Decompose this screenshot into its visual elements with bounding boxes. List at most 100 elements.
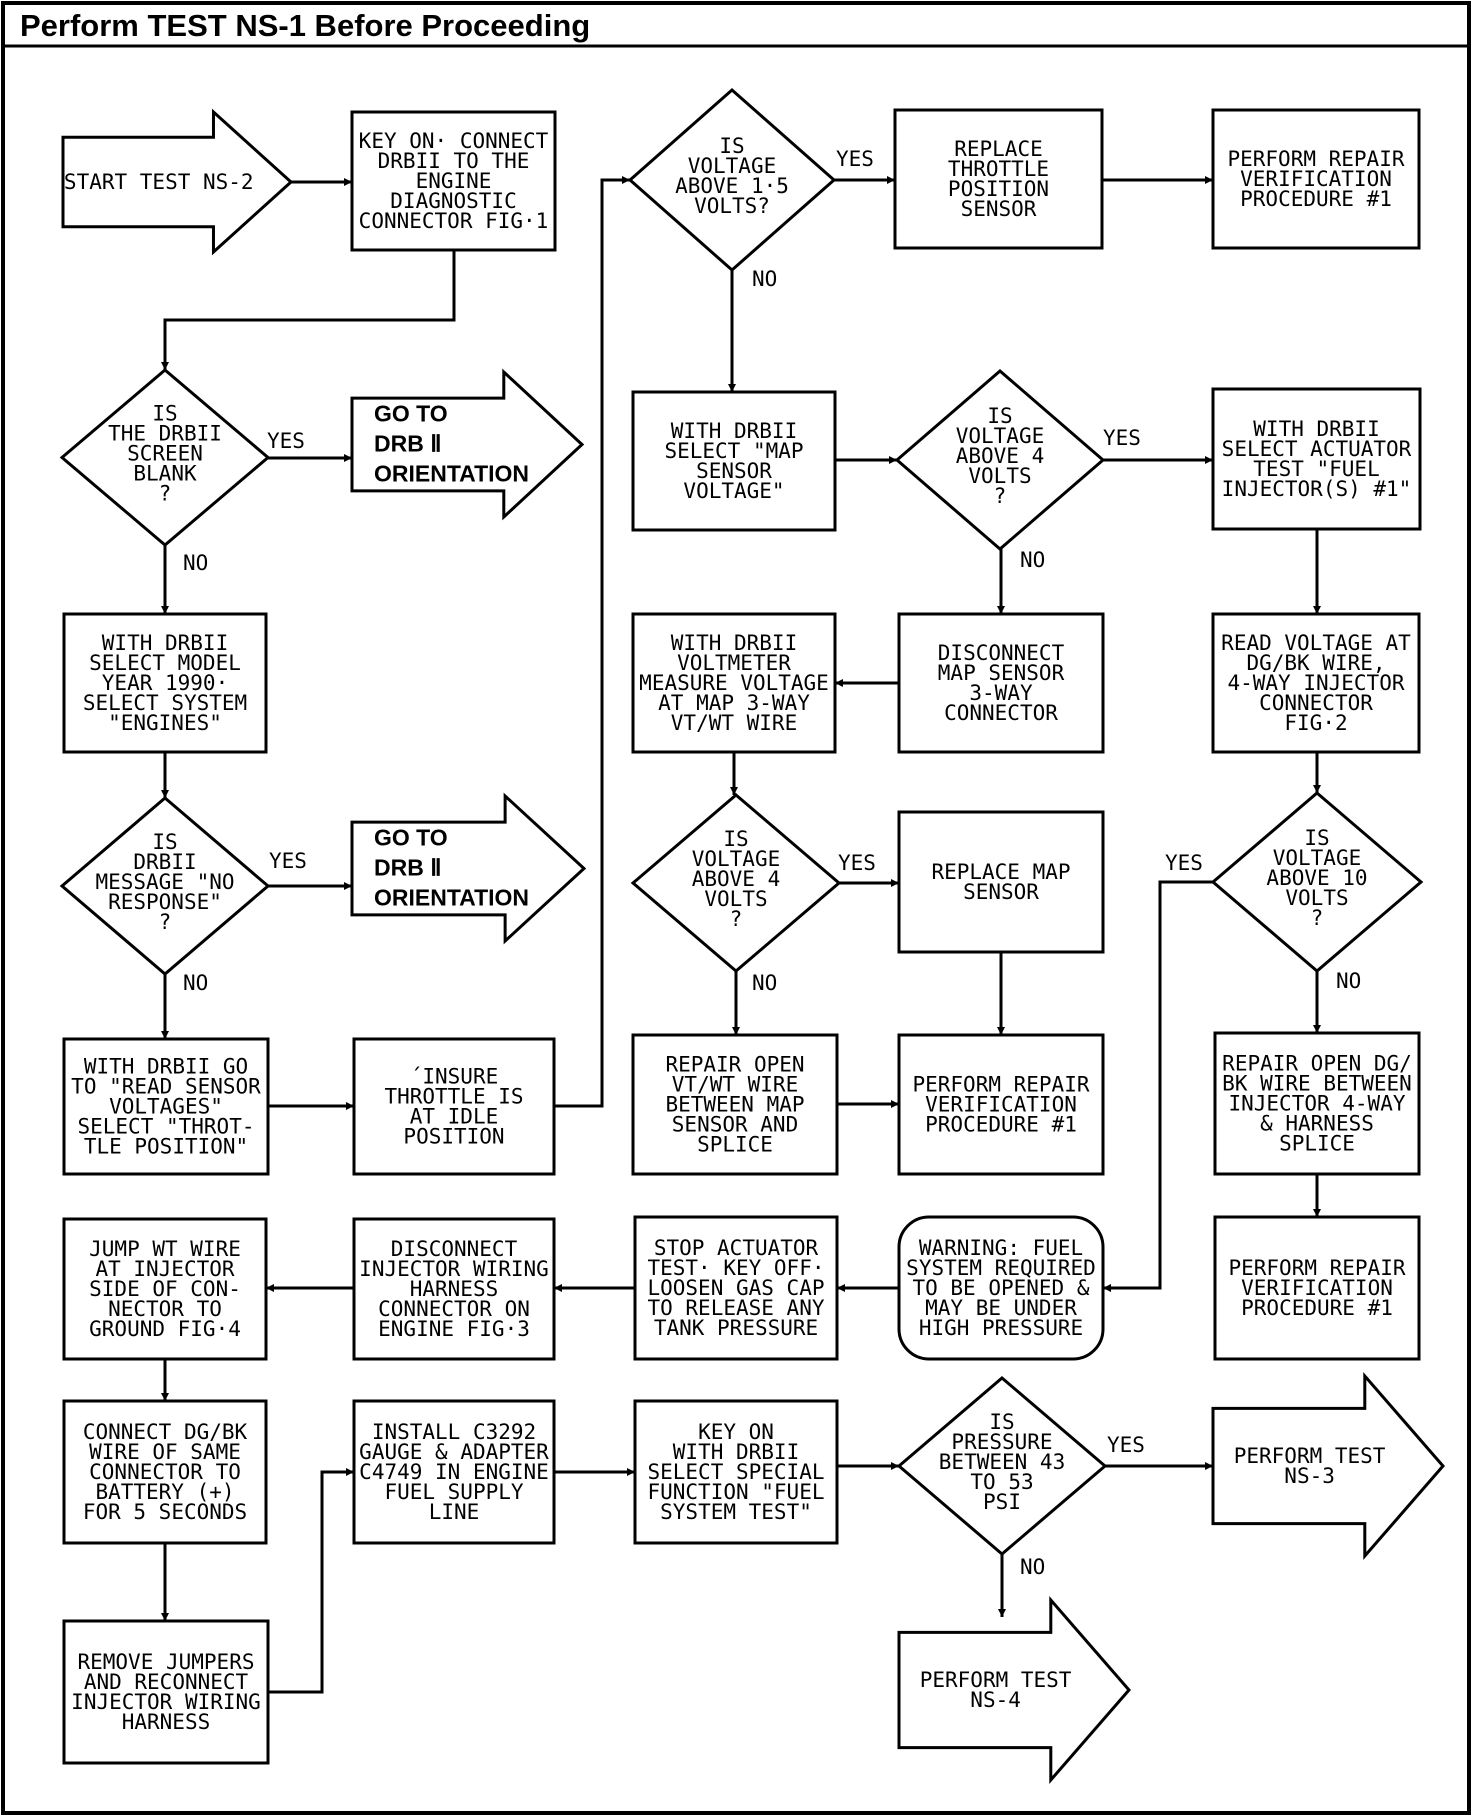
node-text-line: POSITION — [948, 177, 1049, 201]
node-text-line: GROUND FIG·4 — [89, 1317, 241, 1341]
node-text-line: IS — [719, 134, 744, 158]
node-text-line: & HARNESS — [1260, 1112, 1374, 1136]
edge-label-volt-4a-no: NO — [1020, 548, 1045, 572]
node-text-line: VOLTS — [1285, 886, 1348, 910]
node-text-line: ABOVE 10 — [1266, 866, 1367, 890]
edge-label-volt-4a-yes: YES — [1103, 426, 1141, 450]
process-box — [631, 390, 837, 532]
node-text-line: TO "READ SENSOR — [71, 1075, 261, 1099]
edge-label-no-response-yes: YES — [269, 849, 307, 873]
node-text-line: IS — [723, 827, 748, 851]
node-text-line: HARNESS — [122, 1710, 211, 1734]
node-text-line: VOLTS — [704, 887, 767, 911]
node-text-line: PRESSURE — [951, 1430, 1052, 1454]
node-text-line: ENGINE FIG·3 — [378, 1317, 530, 1341]
terminal-arrow — [350, 368, 585, 521]
node-text-line: DRB Ⅱ — [374, 855, 442, 881]
node-text-line: ORIENTATION — [374, 885, 529, 911]
node-text-line: IS — [989, 1410, 1014, 1434]
decision-diamond — [894, 369, 1106, 551]
node-text-line: ? — [730, 907, 743, 931]
process-box — [631, 612, 837, 754]
edge-label-volt-10-no: NO — [1336, 969, 1361, 993]
node-text-line: PERFORM REPAIR — [1227, 147, 1404, 171]
node-text-line: PERFORM TEST — [1234, 1444, 1386, 1468]
node-text-line: REPAIR OPEN DG/ — [1222, 1052, 1412, 1076]
process-box — [631, 1033, 839, 1176]
node-text-line: VOLTAGE — [692, 847, 781, 871]
process-box — [62, 1399, 268, 1545]
decision-diamond — [627, 87, 837, 273]
node-text-line: SELECT ACTUATOR — [1222, 437, 1412, 461]
process-box — [62, 612, 268, 754]
node-text-line: THROTTLE — [948, 157, 1049, 181]
process-box — [893, 108, 1104, 250]
node-text-line: CONNECTOR FIG·1 — [359, 209, 549, 233]
node-text-line: VERIFICATION — [1240, 167, 1392, 191]
node-text-line: BETWEEN MAP — [665, 1093, 804, 1117]
node-text-line: BK WIRE BETWEEN — [1222, 1072, 1412, 1096]
process-box — [1213, 1215, 1421, 1361]
node-text-line: WITH DRBII — [1253, 417, 1379, 441]
node-text-line: DISCONNECT — [938, 641, 1065, 665]
node-text-line: HIGH PRESSURE — [919, 1316, 1083, 1340]
connector-arrow — [161, 250, 456, 370]
node-text-line: WARNING: FUEL — [919, 1236, 1083, 1260]
node-text-line: PERFORM REPAIR — [912, 1073, 1089, 1097]
node-text-line: WITH DRBII GO — [84, 1055, 248, 1079]
process-box — [62, 1037, 270, 1176]
node-text-line: SCREEN — [127, 442, 203, 466]
node-text-line: VOLTAGE — [956, 424, 1045, 448]
node-text-line: INJECTOR WIRING — [71, 1690, 261, 1714]
node-text-line: WITH DRBII — [671, 419, 797, 443]
node-text-line: HARNESS — [410, 1277, 499, 1301]
node-text-line: CONNECTOR — [1259, 691, 1373, 715]
node-text-line: KEY ON — [698, 1420, 774, 1444]
node-text-line: GAUGE & ADAPTER — [359, 1440, 549, 1464]
node-text-line: SENSOR — [961, 197, 1037, 221]
node-text-line: DRBII — [133, 850, 196, 874]
node-text-line: WITH DRBII — [671, 631, 797, 655]
node-text-line: SIDE OF CON- — [89, 1277, 241, 1301]
node-text-line: WITH DRBII — [673, 1440, 799, 1464]
node-text-line: SELECT "THROT- — [77, 1115, 254, 1139]
node-text-line: NECTOR TO — [108, 1297, 222, 1321]
page-title: Perform TEST NS-1 Before Proceeding — [20, 8, 590, 43]
node-text-line: ABOVE 4 — [692, 867, 781, 891]
node-text-line: TEST· KEY OFF· — [647, 1256, 824, 1280]
node-text-line: AT INJECTOR — [95, 1257, 234, 1281]
process-box — [352, 1037, 556, 1176]
node-text-line: 4-WAY INJECTOR — [1227, 671, 1404, 695]
node-text-line: ABOVE 1·5 — [675, 174, 789, 198]
edge-label-volt-4b-no: NO — [752, 971, 777, 995]
node-text-line: RESPONSE" — [108, 890, 222, 914]
node-text-line: WITH DRBII — [102, 631, 228, 655]
node-text-line: CONNECTOR ON — [378, 1297, 530, 1321]
process-box — [350, 110, 557, 252]
node-text-line: IS — [152, 830, 177, 854]
node-text-line: FUEL SUPPLY — [384, 1480, 523, 1504]
node-text-line: THROTTLE IS — [384, 1085, 523, 1109]
node-text-line: REPLACE — [954, 137, 1043, 161]
terminal-arrow — [897, 1595, 1131, 1785]
node-text-line: THE DRBII — [108, 422, 222, 446]
process-box — [352, 1217, 556, 1361]
node-text-line: WIRE OF SAME — [89, 1440, 241, 1464]
node-text-line: VOLTAGE — [1273, 846, 1362, 870]
node-text-line: 3-WAY — [969, 681, 1033, 705]
node-text-line: BATTERY (+) — [95, 1480, 234, 1504]
